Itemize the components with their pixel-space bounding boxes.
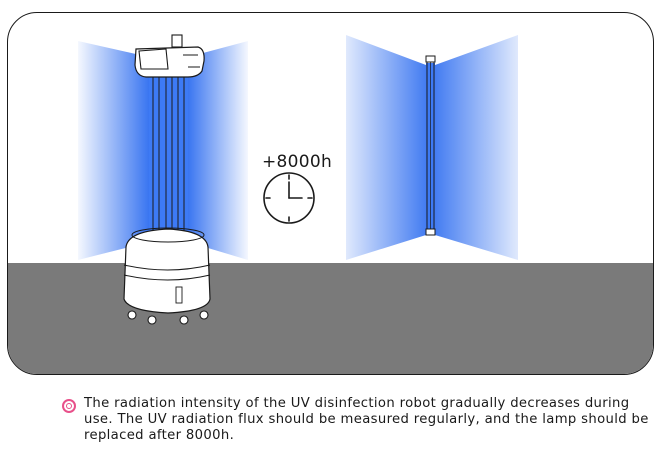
illustration-panel: +8000h bbox=[7, 12, 654, 375]
floor bbox=[8, 263, 653, 374]
clock-icon bbox=[263, 172, 315, 224]
lamp-life-label: +8000h bbox=[262, 152, 333, 172]
uv-robot-icon bbox=[78, 34, 248, 325]
bullet-icon bbox=[62, 399, 76, 413]
caption-text: The radiation intensity of the UV disinf… bbox=[84, 396, 649, 443]
uv-scene bbox=[8, 34, 653, 374]
caption: The radiation intensity of the UV disinf… bbox=[62, 396, 652, 444]
uv-lamp-icon bbox=[346, 35, 518, 260]
